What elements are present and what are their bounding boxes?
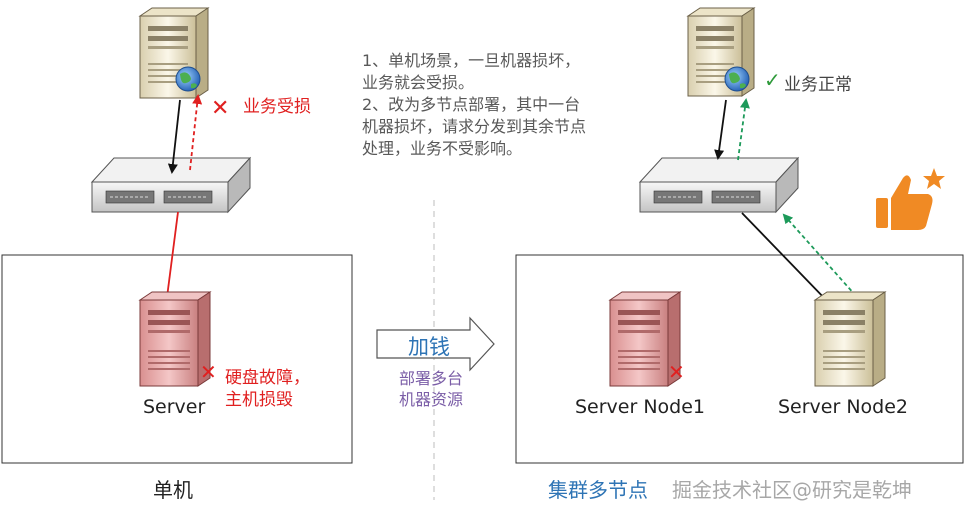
right-globe-icon [724,66,750,92]
left-switch-icon [90,156,252,214]
left-to-server-arrow [162,211,179,307]
right-request-arrow [714,99,727,160]
note-line-2: 业务就会受损。 [362,73,475,92]
server-node2-icon [813,291,887,387]
left-status-fail-mark: ✕ [211,96,230,121]
note-line-5: 处理，业务不受影响。 [362,139,523,158]
note-line-1: 1、单机场景，一旦机器损坏， [362,51,581,70]
left-status-text: 业务受损 [243,97,311,117]
upgrade-line-2: 机器资源 [399,390,464,409]
right-switch-icon [638,156,800,214]
left-fault-line-1: 硬盘故障， [225,368,310,388]
upgrade-arrow-label: 加钱 [408,335,450,359]
left-fault-description: 硬盘故障， 主机损毁 [225,367,310,411]
thumbs-up-icon [876,168,945,230]
single-machine-caption: 单机 [153,478,193,502]
server-node1-failed-icon [608,291,682,387]
upgrade-description: 部署多台 机器资源 [399,368,463,410]
left-request-arrow [167,99,181,174]
note-line-4: 机器损坏，请求分发到其余节点 [362,117,587,136]
left-fault-mark: ✕ [200,360,217,384]
right-response-arrow [737,98,750,161]
node1-fault-mark: ✕ [668,360,685,384]
left-failed-return-arrow [189,94,203,171]
right-to-node2-arrow [741,212,832,306]
watermark-text: 掘金技术社区@研究是乾坤 [672,478,912,502]
server-node1-label: Server Node1 [575,396,706,418]
cluster-caption: 集群多节点 [548,478,648,502]
cluster-box [515,254,964,464]
left-failed-server-icon [138,291,212,387]
single-machine-box [1,254,353,464]
note-line-3: 2、改为多节点部署，其中一台 [362,95,581,114]
right-status-text: 业务正常 [784,75,852,95]
upgrade-line-1: 部署多台 [399,369,464,388]
right-status-ok-mark: ✓ [764,68,781,92]
server-node2-label: Server Node2 [778,396,909,418]
upgrade-arrow-shape [376,316,495,372]
left-server-label: Server [143,396,206,418]
left-fault-line-2: 主机损毁 [225,390,293,410]
right-web-server-icon [686,7,756,97]
explanation-notes: 1、单机场景，一旦机器损坏， 业务就会受损。 2、改为多节点部署，其中一台 机器… [362,50,586,160]
left-globe-icon [175,66,201,92]
